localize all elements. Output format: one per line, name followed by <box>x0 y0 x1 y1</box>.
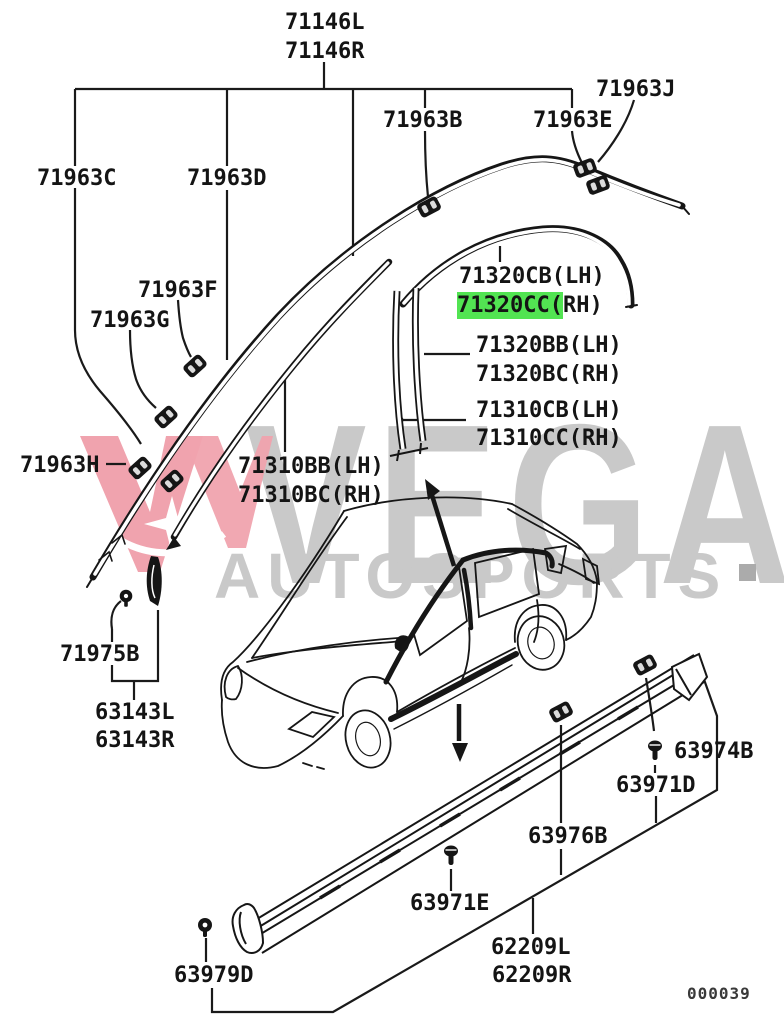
molding-end-cap <box>231 903 265 954</box>
watermark-brand-text: VEGA <box>245 376 784 631</box>
car-roof-drip-molding <box>383 557 466 685</box>
part-label-71320BC[interactable]: 71320BC(RH) <box>476 362 622 387</box>
part-label-71320BB[interactable]: 71320BB(LH) <box>476 333 622 358</box>
part-label-71963C[interactable]: 71963C <box>37 166 117 191</box>
part-label-71310BB[interactable]: 71310BB(LH) <box>238 454 384 479</box>
part-label-71146R[interactable]: 71146R <box>285 39 365 64</box>
part-label-62209L[interactable]: 62209L <box>491 935 571 960</box>
clip-icon <box>631 653 659 677</box>
arrow-up-icon <box>425 479 457 567</box>
part-label-71963H[interactable]: 71963H <box>20 453 100 478</box>
fog-lamp-slot <box>287 711 336 739</box>
rear-door-window <box>474 547 540 619</box>
pillar-garnish-wedge <box>146 556 162 606</box>
part-label-71963E[interactable]: 71963E <box>533 108 613 133</box>
clip-icon <box>152 404 180 430</box>
part-label-63976B[interactable]: 63976B <box>528 824 608 849</box>
clip-icon <box>181 353 209 379</box>
part-label-71146L[interactable]: 71146L <box>285 10 365 35</box>
clip-icon <box>547 700 575 724</box>
clip-icon <box>415 195 443 219</box>
part-label-63974B[interactable]: 63974B <box>674 739 754 764</box>
part-label-62209R[interactable]: 62209R <box>492 963 572 988</box>
part-label-71310BC[interactable]: 71310BC(RH) <box>238 483 384 508</box>
part-label-71310CC[interactable]: 71310CC(RH) <box>476 426 622 451</box>
arrow-down-icon <box>452 704 468 762</box>
front-wheel <box>344 709 392 769</box>
part-label-63979D[interactable]: 63979D <box>174 963 254 988</box>
taillight <box>581 557 601 586</box>
part-label-63971D[interactable]: 63971D <box>616 773 696 798</box>
diagram-code: 000039 <box>687 984 751 1003</box>
rear-wheel <box>516 615 566 671</box>
part-label-71963G[interactable]: 71963G <box>90 308 170 333</box>
leader-lines <box>73 62 719 1014</box>
windshield-side-molding <box>166 258 393 550</box>
grommet-icon <box>198 918 212 937</box>
roof-drip-molding-rear <box>399 225 638 309</box>
part-label-71975B[interactable]: 71975B <box>60 642 140 667</box>
part-label-71310CB[interactable]: 71310CB(LH) <box>476 398 622 423</box>
side-protect-molding <box>231 652 709 954</box>
part-label-71320CC-highlighted[interactable]: 71320CC(RH) <box>457 292 603 319</box>
part-label-63143L[interactable]: 63143L <box>95 700 175 725</box>
screw-icon <box>647 739 663 761</box>
car-illustration <box>220 496 601 770</box>
part-label-71963D[interactable]: 71963D <box>187 166 267 191</box>
part-label-63971E[interactable]: 63971E <box>410 891 490 916</box>
quarter-window <box>543 544 568 575</box>
part-label-63143R[interactable]: 63143R <box>95 728 175 753</box>
headlight <box>223 664 243 701</box>
part-label-71963F[interactable]: 71963F <box>138 278 218 303</box>
molding-end-fold <box>670 652 709 702</box>
screw-icon <box>443 844 459 866</box>
car-sill-molding <box>388 651 519 722</box>
part-label-71963J[interactable]: 71963J <box>596 77 676 102</box>
pillar-moldings <box>389 287 429 462</box>
car-b-pillar-molding <box>461 567 474 631</box>
fasteners <box>119 157 663 937</box>
car-roof-edge-molding <box>460 547 555 569</box>
watermark: VEGA AUTOSPORTS <box>80 376 784 632</box>
watermark-trademark-block <box>739 564 756 581</box>
part-label-71320CB[interactable]: 71320CB(LH) <box>459 264 605 289</box>
grommet-icon <box>119 589 133 607</box>
part-label-71963B[interactable]: 71963B <box>383 108 463 133</box>
highlighted-part-number[interactable]: 71320CC( <box>457 292 563 319</box>
